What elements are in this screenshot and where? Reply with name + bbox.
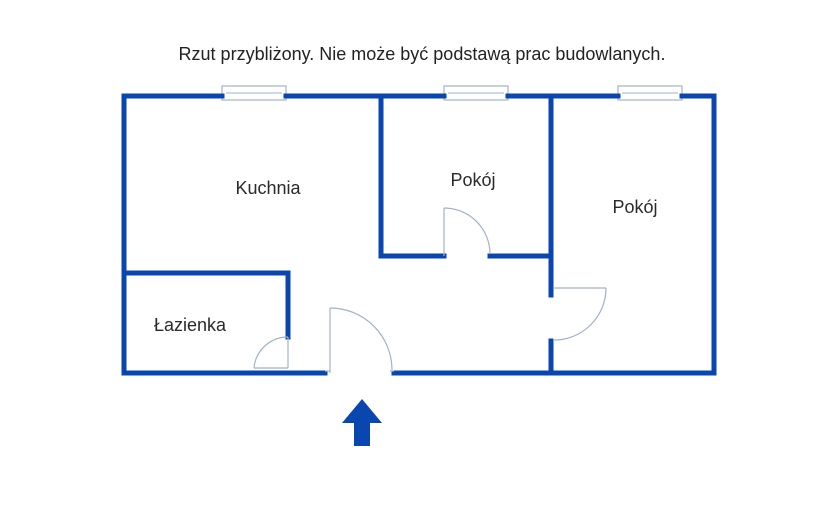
door-right-room	[552, 287, 607, 341]
door-middle-room	[443, 207, 491, 256]
disclaimer-text: Rzut przybliżony. Nie może być podstawą …	[178, 44, 666, 64]
room-label-right: Pokój	[612, 197, 657, 217]
up-arrow-icon	[342, 399, 382, 446]
door-entrance	[325, 307, 394, 373]
door-bathroom	[253, 336, 289, 369]
window-room-right	[617, 85, 683, 101]
room-label-bathroom: Łazienka	[154, 315, 227, 335]
room-label-middle: Pokój	[450, 170, 495, 190]
window-kitchen	[221, 85, 287, 101]
window-room-middle	[443, 85, 509, 101]
walls	[121, 93, 717, 376]
room-label-kitchen: Kuchnia	[235, 178, 301, 198]
